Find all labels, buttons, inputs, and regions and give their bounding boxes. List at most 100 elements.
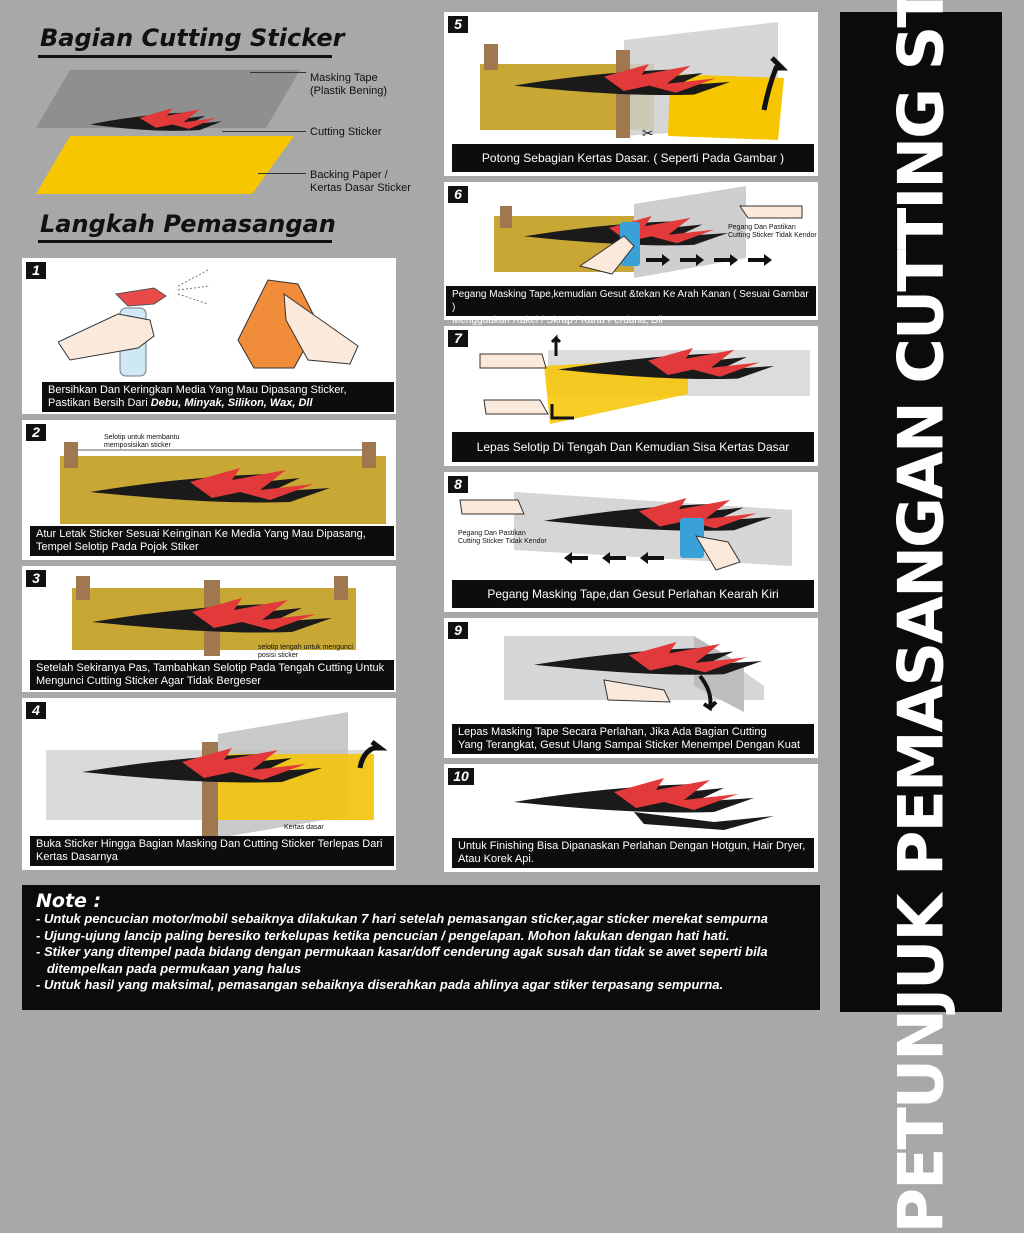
curve-arrow-icon [550,404,574,420]
step-7-illustration [479,334,810,424]
step-6-illustration [494,186,803,278]
cutting-sticker-art [514,64,730,96]
step-number: 8 [448,476,468,493]
cutting-sticker-art [558,348,774,380]
step-2-caption: Atur Letak Sticker Sesuai Keinginan Ke M… [30,526,394,556]
masking-label-line1: Masking Tape [310,72,378,84]
sticker-parts-diagram [36,70,300,194]
step-9-caption-line1: Lepas Masking Tape Secara Perlahan, Jika… [458,726,767,738]
step-6-panel: 6 Pegang Dan Pastikan Cutting Sticker Ti… [444,182,818,326]
step-10-panel: 10 Untuk Finishing Bisa Dipanaskan Perla… [444,764,818,872]
scissors-icon: ✂ [642,125,654,140]
step-2-note-line1: Selotip untuk membantu [104,434,180,441]
tape-left [64,442,78,468]
tape-right [362,442,376,468]
lift-arrow-icon [357,740,388,769]
backing-pointer [258,173,306,174]
parts-title: Bagian Cutting Sticker [40,24,345,52]
cutting-sticker-art [544,498,772,531]
step-3-note-line1: selotip tengah untuk mengunci [258,644,353,651]
step-3-panel: 3 selotip tengah untuk mengunci posisi s… [22,566,396,692]
step-3-note-line2: posisi sticker [258,652,299,659]
step-number: 1 [26,262,46,279]
step-3-caption-line2: Mengunci Cutting Sticker Agar Tidak Berg… [36,675,262,687]
step-1-panel: 1 Bersihkan Dan Keringkan Media Yang Mau… [22,258,396,414]
step-1-caption-line2: Pastikan Bersih Dari Debu, Minyak, Silik… [48,397,388,410]
step-6-caption-line1: Pegang Masking Tape,kemudian Gesut &teka… [452,289,809,313]
step-4-illustration [46,712,388,838]
hand-icon [603,679,671,703]
cloth-icon [237,279,359,369]
hand-right-icon [695,535,741,571]
side-title: PETUNJUK PEMASANGAN CUTTING STICKER [884,0,958,1233]
step-number: 9 [448,622,468,639]
cutting-label: Cutting Sticker [310,126,382,138]
tape-left [500,206,512,228]
cutting-sticker-art [90,468,330,503]
hand-icon [58,313,155,361]
step-1-caption-line1: Bersihkan Dan Keringkan Media Yang Mau D… [48,384,347,396]
step-9-caption: Lepas Masking Tape Secara Perlahan, Jika… [452,724,814,754]
hand-icon [578,235,635,275]
step-6-note-line1: Pegang Dan Pastikan [728,224,796,231]
step-number: 5 [448,16,468,33]
step-5-illustration: ✂ [480,22,789,140]
step-3-caption-line1: Setelah Sekiranya Pas, Tambahkan Selotip… [36,662,385,674]
step-9-illustration [504,636,764,712]
step-2-note-line2: memposisikan sticker [104,442,171,449]
step-number: 7 [448,330,468,347]
step-2-illustration [60,442,386,524]
step-6-caption-line2: Mengguakan Rakel / Skrap / Kartu Perdana… [452,315,663,326]
masking-label: Masking Tape (Plastik Bening) [310,72,387,98]
step-10-illustration [514,778,774,830]
note-item: - Ujung-ujung lancip paling beresiko ter… [36,927,730,943]
step-4-caption: Buka Sticker Hingga Bagian Masking Dan C… [30,836,394,866]
backing-paper-layer [36,136,294,194]
right-arrows-icon [646,254,772,266]
step-10-caption: Untuk Finishing Bisa Dipanaskan Perlahan… [452,838,814,868]
up-arrow-icon [550,334,562,356]
step-8-note-line1: Pegang Dan Pastikan [458,530,526,537]
step-9-caption-line2: Yang Terangkat, Gesut Ulang Sampai Stick… [458,739,801,751]
note-box: Note : - Untuk pencucian motor/mobil seb… [22,885,820,1010]
hand-right-icon [739,205,803,219]
step-4-panel: 4 Kertas dasar Buka Sticker Hingga Bagia… [22,698,396,870]
step-10-caption-line1: Untuk Finishing Bisa Dipanaskan Perlahan… [458,840,806,852]
note-item: ditempelkan pada permukaan yang halus [36,960,302,976]
step-number: 3 [26,570,46,587]
cutting-sticker-art [92,598,332,633]
step-9-panel: 9 Lepas Masking Tape Secara Perlahan, Ji… [444,618,818,758]
step-2-caption-line2: Tempel Selotip Pada Pojok Stiker [36,541,199,553]
step-number: 4 [26,702,46,719]
squeegee-icon [680,518,704,558]
cutting-sticker-art [90,108,222,131]
tape-left [76,576,90,600]
cutting-sticker-art [82,748,322,783]
step-4-caption-line2: Kertas Dasarnya [36,851,118,863]
steps-title: Langkah Pemasangan [40,210,336,238]
step-6-caption: Pegang Masking Tape,kemudian Gesut &teka… [446,286,816,326]
step-number: 10 [448,768,474,785]
cutting-sticker-art [514,778,774,830]
backing-label-line1: Backing Paper / [310,169,388,181]
step-1-illustration [58,269,359,377]
step-3-note: selotip tengah untuk mengunci posisi sti… [258,644,353,660]
step-number: 2 [26,424,46,441]
cutting-pointer [222,131,306,132]
lift-arrow-icon [761,56,789,111]
step-1-caption-plain: Pastikan Bersih Dari [48,397,151,409]
step-3-caption: Setelah Sekiranya Pas, Tambahkan Selotip… [30,660,394,690]
masking-tape-layer [36,70,300,128]
step-7-caption: Lepas Selotip Di Tengah Dan Kemudian Sis… [452,432,814,462]
step-4-caption-line1: Buka Sticker Hingga Bagian Masking Dan C… [36,838,383,850]
step-8-panel: 8 Pegang Dan Pastikan Cutting Sticker Ti… [444,472,818,612]
cutting-sticker-art [534,642,762,675]
step-3-illustration [72,576,356,656]
step-8-illustration [459,492,792,571]
note-item: - Untuk hasil yang maksimal, pemasangan … [36,977,724,992]
step-2-note: Selotip untuk membantu memposisikan stic… [104,434,180,450]
masking-label-line2: (Plastik Bening) [310,85,388,97]
note-title: Note : [36,890,102,912]
hand-left-icon [459,499,525,515]
step-6-note: Pegang Dan Pastikan Cutting Sticker Tida… [728,224,817,240]
